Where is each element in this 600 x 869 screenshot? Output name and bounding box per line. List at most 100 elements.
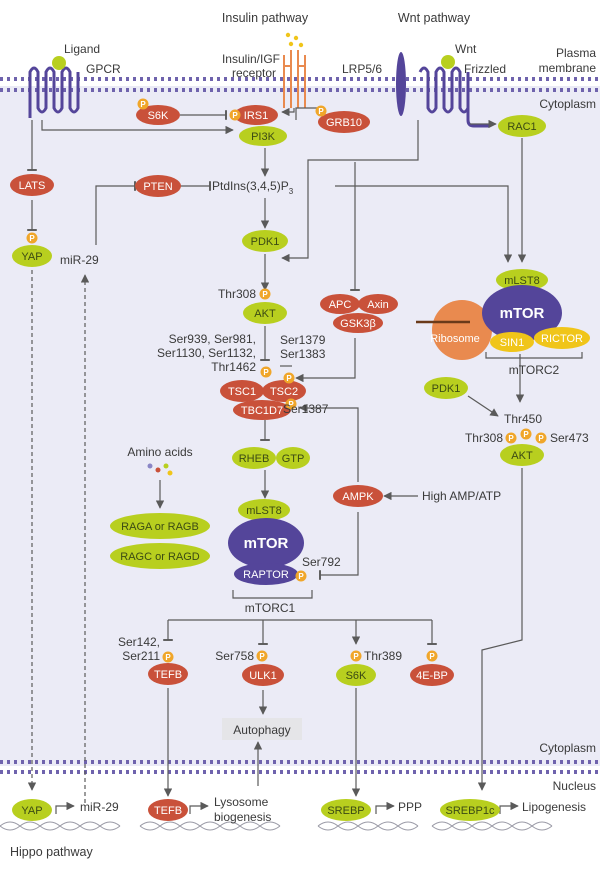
ser-list-1: Ser939, Ser981, xyxy=(169,332,256,346)
svg-text:P: P xyxy=(288,400,294,409)
apc-label: APC xyxy=(329,299,352,311)
wnt-pathway-title: Wnt pathway xyxy=(398,11,471,25)
mir29-label-bottom: miR-29 xyxy=(80,800,119,814)
svg-text:P: P xyxy=(259,652,265,661)
svg-text:P: P xyxy=(508,434,514,443)
ser1387-label: Ser1387 xyxy=(283,402,329,416)
svg-text:P: P xyxy=(29,234,35,243)
mtor-node-bottom xyxy=(228,518,304,568)
insulin-receptor-label2: receptor xyxy=(232,66,276,80)
ser211-label: Ser211 xyxy=(122,649,160,663)
svg-text:P: P xyxy=(298,572,304,581)
svg-text:P: P xyxy=(353,652,359,661)
s6k-node-bottom xyxy=(336,664,376,686)
pi3k-label: PI3K xyxy=(251,131,276,143)
gtp-label: GTP xyxy=(282,453,305,465)
hippo-pathway-label: Hippo pathway xyxy=(10,845,93,859)
membrane-label: membrane xyxy=(539,61,597,75)
svg-text:P: P xyxy=(263,368,269,377)
srebp-node xyxy=(321,799,371,821)
phospho-akt-right-2: P xyxy=(520,428,532,440)
thr389-label: Thr389 xyxy=(364,649,402,663)
sin1-node xyxy=(490,332,534,352)
s6k-label: S6K xyxy=(148,110,169,122)
cytoplasm-label-top: Cytoplasm xyxy=(539,97,596,111)
ser-list-2: Ser1130, Ser1132, xyxy=(157,346,256,360)
frizzled-receptor xyxy=(418,55,490,128)
nuclear-membrane xyxy=(0,760,600,774)
mtorc1-label: mTORC1 xyxy=(245,601,296,615)
s6k-label-bottom: S6K xyxy=(346,670,367,682)
phospho-irs1: P xyxy=(229,109,241,121)
lysosome-label: Lysosome xyxy=(214,795,269,809)
akt-label: AKT xyxy=(254,308,276,320)
mlst8-label-bottom: mLST8 xyxy=(246,505,281,517)
phospho-tefb: P xyxy=(162,651,174,663)
ribosome-label: Ribosome xyxy=(430,333,480,345)
phospho-akt-right-3: P xyxy=(535,432,547,444)
mtor-label-bottom: mTOR xyxy=(244,535,289,552)
rac1-label: RAC1 xyxy=(507,121,536,133)
ppp-label: PPP xyxy=(398,800,422,814)
svg-text:P: P xyxy=(262,290,268,299)
cytoplasm-region xyxy=(0,86,600,766)
tsc2-label: TSC2 xyxy=(270,386,298,398)
dna-helix-3 xyxy=(317,821,419,831)
akt-label-right: AKT xyxy=(511,450,533,462)
ser473-label: Ser473 xyxy=(550,431,589,445)
tefb-node xyxy=(148,663,188,685)
tsc2-node xyxy=(262,380,306,402)
ragc-node xyxy=(110,543,210,569)
pten-node xyxy=(135,175,181,197)
akt-node-right xyxy=(500,444,544,466)
ser1383-label: Ser1383 xyxy=(280,347,326,361)
yap-node xyxy=(12,245,52,267)
wnt-label: Wnt xyxy=(455,42,477,56)
tefb-label: TEFB xyxy=(154,669,182,681)
insulin-receptor-label: Insulin/IGF xyxy=(222,52,280,66)
ulk1-label: ULK1 xyxy=(249,670,277,682)
biogenesis-label: biogenesis xyxy=(214,810,271,824)
ser758-label: Ser758 xyxy=(215,649,254,663)
gsk3b-label: GSK3β xyxy=(340,318,376,330)
srebp-label: SREBP xyxy=(327,805,364,817)
pdk1-node xyxy=(242,230,288,252)
gsk3b-node xyxy=(333,313,383,333)
phospho-ulk1: P xyxy=(256,650,268,662)
ampk-node xyxy=(333,485,383,507)
svg-text:P: P xyxy=(523,430,529,439)
s6k-node xyxy=(136,105,180,125)
ser142-label: Ser142, xyxy=(118,635,160,649)
irs1-node xyxy=(234,105,278,125)
thr450-label: Thr450 xyxy=(504,412,542,426)
axin-node xyxy=(358,294,398,314)
phospho-4ebp: P xyxy=(426,650,438,662)
srebp1c-label: SREBP1c xyxy=(446,805,495,817)
thr308-label: Thr308 xyxy=(218,287,256,301)
raga-node xyxy=(110,513,210,539)
raptor-label: RAPTOR xyxy=(243,569,289,581)
mir29-label-mid: miR-29 xyxy=(60,253,99,267)
ser-list-3: Thr1462 xyxy=(211,360,256,374)
amino-acid-dots xyxy=(147,463,173,476)
irs1-label: IRS1 xyxy=(244,110,268,122)
lrp56-label: LRP5/6 xyxy=(342,62,382,76)
ligand-label: Ligand xyxy=(64,42,100,56)
grb10-node xyxy=(318,111,370,133)
connections xyxy=(27,107,583,814)
mtor-label-top: mTOR xyxy=(500,305,545,322)
amino-acids-label: Amino acids xyxy=(127,445,192,459)
frizzled-label: Frizzled xyxy=(464,62,506,76)
srebp1c-node xyxy=(440,799,500,821)
pi3k-node xyxy=(239,126,287,146)
ser792-label: Ser792 xyxy=(302,555,341,569)
phospho-yap: P xyxy=(26,232,38,244)
phospho-tsc2-c: P xyxy=(285,398,297,410)
axin-label: Axin xyxy=(367,299,388,311)
svg-text:P: P xyxy=(165,653,171,662)
ribosome-node xyxy=(432,300,492,360)
rheb-node xyxy=(232,447,276,469)
mtorc2-label: mTORC2 xyxy=(509,363,560,377)
rictor-label: RICTOR xyxy=(541,333,583,345)
gtp-node xyxy=(276,447,310,469)
